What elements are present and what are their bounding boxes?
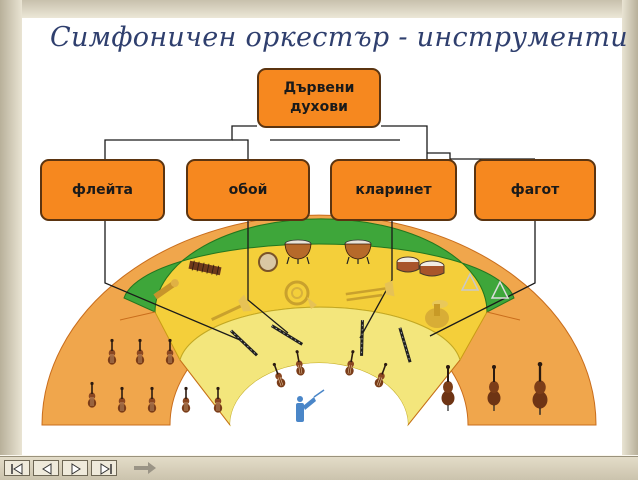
tuba-icon xyxy=(425,300,449,328)
last-page-button[interactable] xyxy=(91,460,117,476)
frame-left-border xyxy=(0,0,22,455)
trombone-icon xyxy=(345,280,395,302)
next-page-button[interactable] xyxy=(62,460,88,476)
navigation-bar xyxy=(0,456,638,480)
tambourine-icon xyxy=(258,252,278,272)
root-box-woodwinds: Дървени духови xyxy=(257,68,381,128)
frame-top-border xyxy=(0,0,638,18)
page-title: Симфоничен оркестър - инструменти xyxy=(50,22,628,53)
box-flute: флейта xyxy=(40,159,165,221)
box-bassoon: фагот xyxy=(474,159,596,221)
forward-arrow-icon[interactable] xyxy=(130,460,160,476)
last-page-icon xyxy=(100,463,112,475)
trumpet-icon xyxy=(211,294,252,321)
french-horn-icon xyxy=(284,280,317,309)
previous-page-icon xyxy=(42,463,52,475)
drum-icon xyxy=(396,256,445,277)
inner-strings-fill xyxy=(179,306,461,427)
next-page-icon xyxy=(71,463,81,475)
box-clarinet: кларинет xyxy=(330,159,457,221)
conductor-icon xyxy=(296,389,325,422)
frame-right-border xyxy=(622,0,638,455)
box-oboe: обой xyxy=(186,159,310,221)
woodwind-icon xyxy=(153,279,179,300)
green-band xyxy=(123,218,515,313)
xylophone-icon xyxy=(188,260,222,276)
first-page-button[interactable] xyxy=(4,460,30,476)
previous-page-button[interactable] xyxy=(33,460,59,476)
triangle-icon xyxy=(460,272,510,299)
connector-lines xyxy=(104,125,536,341)
first-page-icon xyxy=(11,463,23,475)
